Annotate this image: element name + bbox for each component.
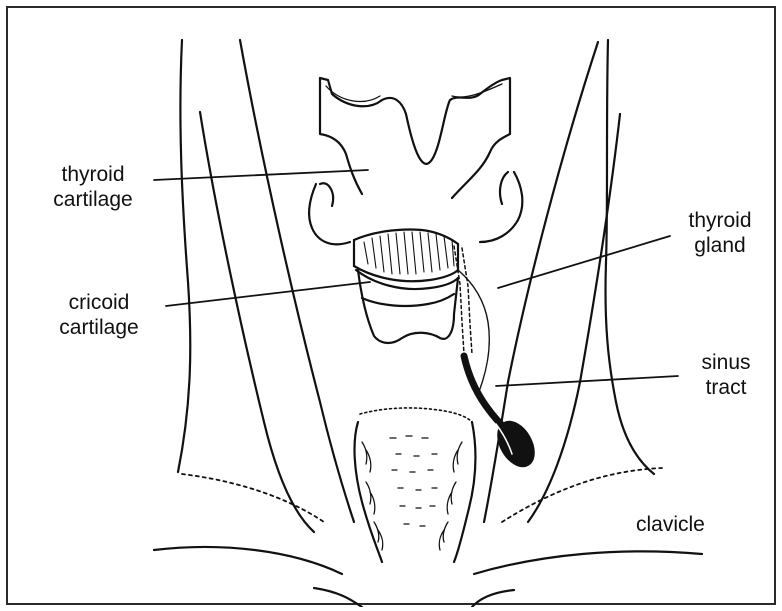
label-thyroid-gland-line2: gland — [670, 233, 770, 258]
label-thyroid-cartilage-line2: cartilage — [38, 187, 148, 212]
label-cricoid-cartilage-line2: cartilage — [44, 315, 154, 340]
trachea-shape — [355, 408, 476, 562]
leader-sinus-tract — [496, 376, 678, 386]
sinus-tract-shape — [454, 246, 541, 472]
label-thyroid-cartilage: thyroid cartilage — [38, 162, 148, 212]
superior-cornua — [309, 172, 522, 244]
leader-thyroid-gland — [498, 236, 670, 288]
label-clavicle: clavicle — [636, 512, 705, 537]
label-thyroid-cartilage-line1: thyroid — [38, 162, 148, 187]
label-sinus-tract: sinus tract — [688, 350, 764, 400]
figure-frame: thyroid cartilage cricoid cartilage thyr… — [6, 6, 776, 605]
label-cricoid-cartilage-line1: cricoid — [44, 290, 154, 315]
leader-thyroid-cartilage — [154, 170, 368, 180]
label-thyroid-gland: thyroid gland — [670, 208, 770, 258]
label-cricoid-cartilage: cricoid cartilage — [44, 290, 154, 340]
leader-lines — [154, 170, 678, 386]
thyroid-cartilage-shape — [320, 78, 510, 198]
label-thyroid-gland-line1: thyroid — [670, 208, 770, 233]
label-sinus-tract-line2: tract — [688, 375, 764, 400]
leader-cricoid-cartilage — [166, 282, 370, 306]
sternocleidomastoid-muscles — [200, 40, 620, 532]
neck-outline — [178, 40, 654, 474]
label-sinus-tract-line1: sinus — [688, 350, 764, 375]
clavicle-lines — [154, 468, 702, 607]
cricoid-cartilage-shape — [354, 229, 458, 343]
